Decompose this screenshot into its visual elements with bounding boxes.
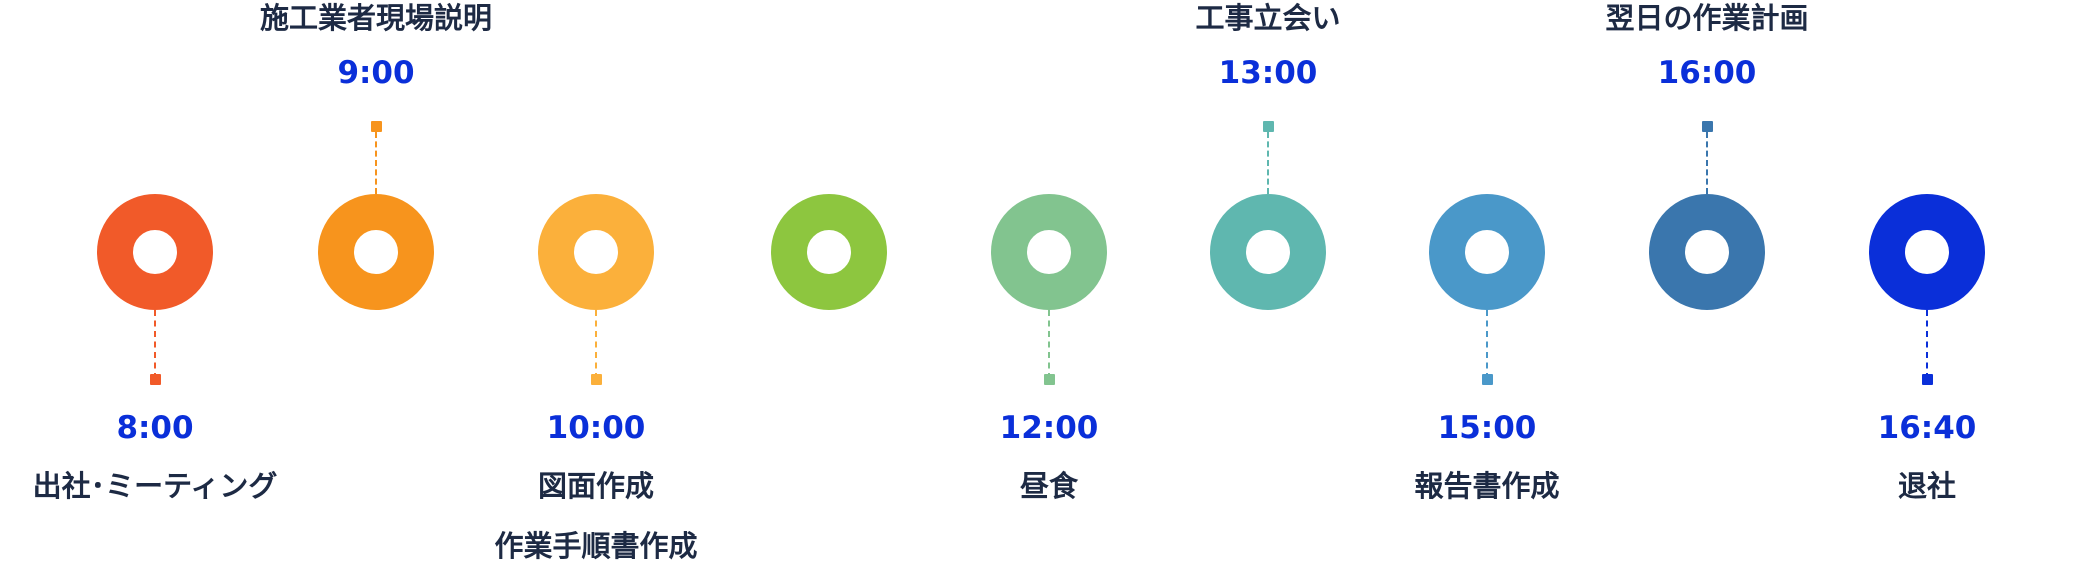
timeline-node-ring	[1210, 194, 1326, 310]
timeline-activity-label: 昼食	[1019, 469, 1078, 503]
timeline-activity-label: 施工業者現場説明	[259, 1, 492, 35]
timeline-node-ring	[771, 194, 887, 310]
timeline-marker-square	[370, 120, 382, 132]
timeline-connector-line	[1706, 132, 1708, 194]
timeline-connector-line	[1926, 310, 1928, 379]
timeline-time-label: 9:00	[337, 55, 415, 91]
timeline-marker-square	[590, 373, 602, 385]
timeline-marker-square	[1921, 373, 1933, 385]
timeline-marker-square	[1043, 373, 1055, 385]
timeline-node-ring	[538, 194, 654, 310]
timeline-marker-square	[149, 373, 161, 385]
timeline-time-label: 16:40	[1877, 410, 1977, 446]
timeline-connector-line	[375, 132, 377, 194]
timeline-time-label: 10:00	[546, 410, 646, 446]
timeline-connector-line	[1486, 310, 1488, 379]
timeline-activity-label: 退社	[1897, 469, 1956, 503]
timeline-connector-line	[154, 310, 156, 379]
timeline-node-ring	[991, 194, 1107, 310]
timeline-activity-label: 報告書作成	[1414, 469, 1560, 503]
timeline-time-label: 13:00	[1218, 55, 1318, 91]
timeline-time-label: 12:00	[999, 410, 1099, 446]
timeline-connector-line	[1048, 310, 1050, 379]
timeline-activity-label: 出社･ミーティング	[32, 469, 278, 503]
timeline-connector-line	[1267, 132, 1269, 194]
timeline-time-label: 15:00	[1437, 410, 1537, 446]
timeline-activity-label: 作業手順書作成	[494, 529, 698, 563]
timeline-activity-label: 翌日の作業計画	[1605, 1, 1809, 35]
timeline-activity-label: 工事立会い	[1195, 1, 1341, 35]
timeline-marker-square	[1262, 120, 1274, 132]
timeline-time-label: 16:00	[1657, 55, 1757, 91]
timeline-node-ring	[318, 194, 434, 310]
timeline-node-ring	[1649, 194, 1765, 310]
timeline-connector-line	[595, 310, 597, 379]
timeline-activity-label: 図面作成	[537, 469, 654, 503]
timeline-node-ring	[97, 194, 213, 310]
timeline-time-label: 8:00	[116, 410, 194, 446]
timeline-marker-square	[1701, 120, 1713, 132]
timeline-marker-square	[1481, 373, 1493, 385]
timeline-node-ring	[1429, 194, 1545, 310]
timeline-node-ring	[1869, 194, 1985, 310]
